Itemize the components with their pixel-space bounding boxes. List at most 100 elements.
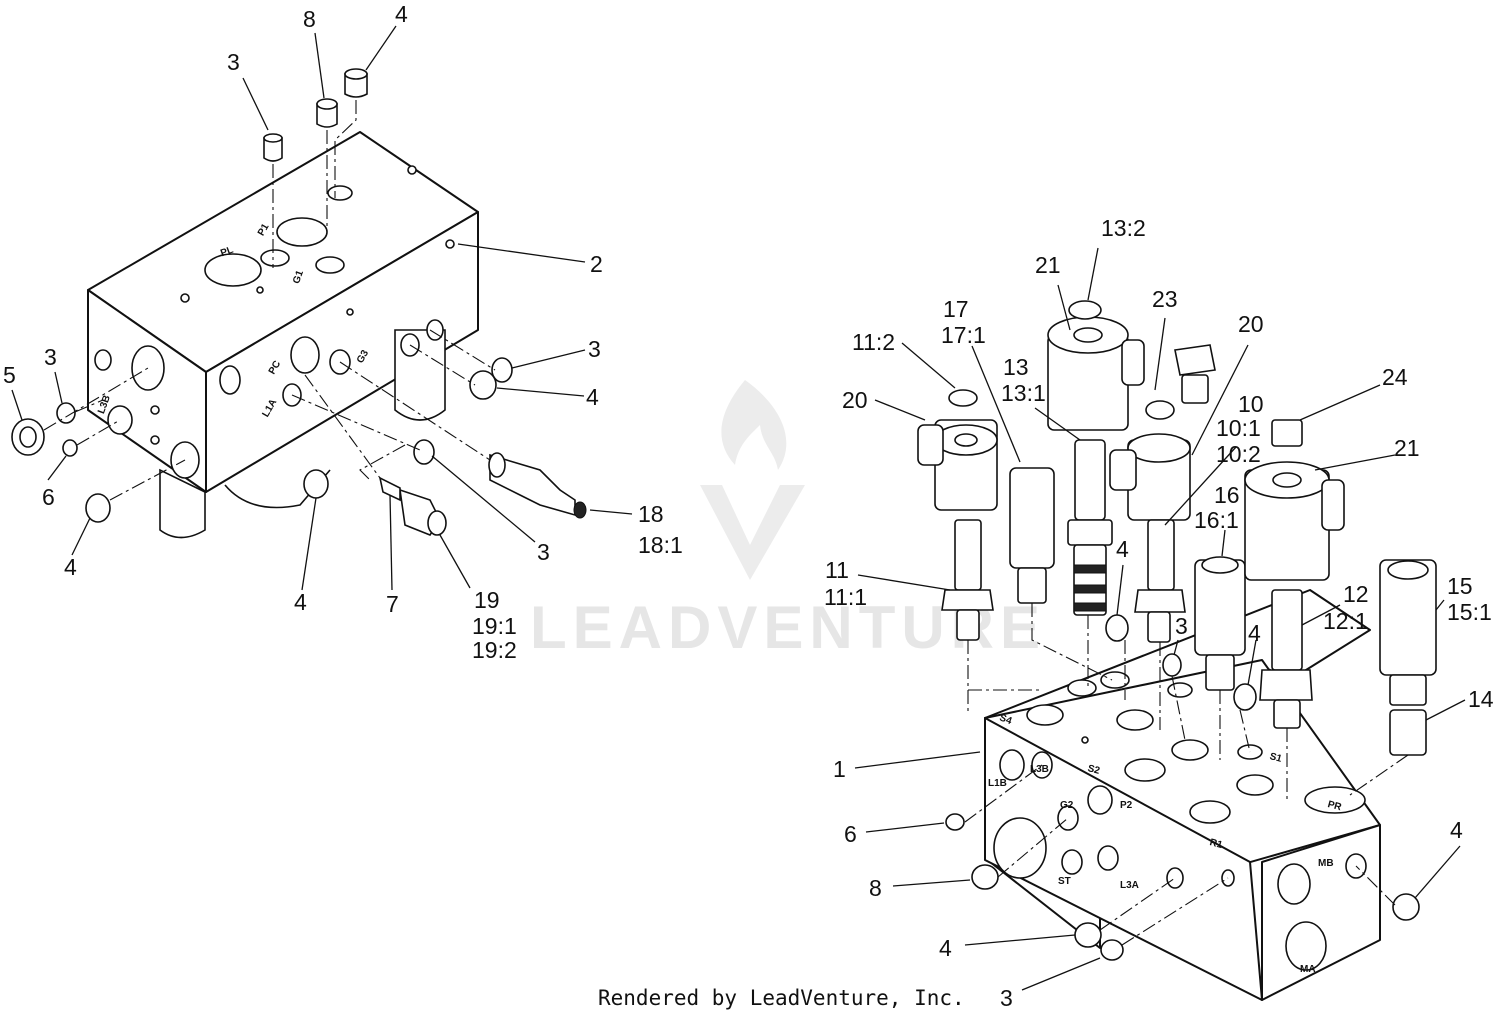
plug-4-bottom [303,469,329,499]
callout-6-right: 6 [844,821,857,847]
callout-17: 17 [943,296,969,322]
port-label-P2: P2 [1120,800,1133,811]
callout-4-bottom: 4 [294,589,307,615]
plug-3-right [491,357,513,383]
plug-23 [1174,344,1216,404]
port-label-L3A: L3A [1120,880,1139,891]
callout-15-1: 15:1 [1447,599,1492,625]
port-label-P1: P1 [256,222,272,238]
callout-21-lower: 21 [1394,435,1420,461]
plug-3-bottom [413,439,435,465]
callout-3-right: 3 [588,336,601,362]
callout-23: 23 [1152,286,1178,312]
callout-3-mid: 3 [1175,613,1188,639]
cartridge-17 [1009,467,1055,604]
callout-4-front: 4 [64,554,77,580]
port-label-R1: R1 [1208,837,1224,851]
callout-13-1: 13:1 [1001,380,1046,406]
leader-lines [11,25,1466,991]
plug-3-bottom-right [1100,939,1124,961]
callout-16: 16 [1214,482,1240,508]
port-label-G1: G1 [291,269,306,286]
cartridge-13 [1067,439,1113,616]
coil-21-upper [1047,300,1145,431]
plug-4-end-right [1392,893,1420,921]
callout-12-1: 12:1 [1323,608,1368,634]
plug-4-front [85,493,111,523]
callout-10-2: 10:2 [1216,441,1261,467]
callout-13-2: 13:2 [1101,215,1146,241]
cartridge-15 [1379,559,1437,706]
callout-4-mid2: 4 [1248,620,1261,646]
plug-8-top [316,103,338,128]
callout-18-1: 18:1 [638,532,683,558]
plug-3-top-right [1162,653,1182,677]
plug-3-top [263,137,283,162]
callout-10: 10 [1238,391,1264,417]
callout-4-bottom-right: 4 [939,935,952,961]
callout-10-1: 10:1 [1216,415,1261,441]
plug-4-top-right [1105,614,1129,642]
fitting-19 [378,476,447,536]
part-14 [1389,709,1427,756]
callout-4-end: 4 [1450,817,1463,843]
port-label-PL: PL [219,245,235,260]
callout-3-bottom: 3 [537,539,550,565]
port-label-PR: PR [1326,799,1343,813]
callout-14: 14 [1468,686,1494,712]
callout-11-2: 11:2 [852,329,895,355]
callout-18: 18 [638,501,664,527]
left-manifold-block: P1 PL G1 PC G3 L1A L3B [87,131,479,539]
callout-20-right: 20 [1238,311,1264,337]
callout-11: 11 [825,557,849,583]
callout-19: 19 [474,587,500,613]
plug-6-front [62,439,78,457]
callout-6: 6 [42,484,55,510]
callout-16-1: 16:1 [1194,507,1239,533]
plug-4-mid-right [1233,683,1257,711]
port-label-S2: S2 [1086,763,1101,777]
relief-valve-18 [488,452,587,519]
callout-11-1: 11:1 [824,584,867,610]
callout-8-top: 8 [303,6,316,32]
plug-4-bottom-right [1074,922,1102,948]
port-label-L1B: L1B [988,778,1007,789]
callout-12: 12 [1343,581,1369,607]
callout-8-right: 8 [869,875,882,901]
left-manifold-parts [11,68,587,536]
port-label-G2: G2 [1060,800,1074,811]
callout-4-top: 4 [395,1,408,27]
callout-labels-right: 13:2 21 23 20 17 17:1 11:2 13 13:1 24 20… [824,215,1494,1011]
port-label-S1: S1 [1268,751,1283,765]
port-label-MA: MA [1300,964,1316,975]
callout-1: 1 [833,756,846,782]
callout-7: 7 [386,591,399,617]
callout-5: 5 [3,362,16,388]
callout-21-upper: 21 [1035,252,1061,278]
plug-4-right [469,370,497,400]
plug-3-front [56,402,76,424]
callout-19-2: 19:2 [472,637,517,663]
callout-labels-left: 3 8 4 2 5 3 3 4 6 4 18 18:1 3 4 7 19 19:… [3,1,683,663]
callout-13: 13 [1003,354,1029,380]
callout-3-front: 3 [44,344,57,370]
plug-8-right [971,864,999,890]
footer-credit: Rendered by LeadVenture, Inc. [598,986,965,1010]
port-label-S4: S4 [998,713,1014,728]
cartridge-10 [1134,519,1186,643]
cartridge-11 [941,519,994,641]
port-label-ST: ST [1058,876,1071,887]
cartridge-12 [1259,589,1313,729]
plug-4-top [344,73,368,98]
callout-4-mid: 4 [1116,536,1129,562]
callout-4-right: 4 [586,384,599,410]
callout-3-top: 3 [227,49,240,75]
port-label-MB: MB [1318,858,1334,869]
cartridge-16 [1194,556,1246,691]
callout-19-1: 19:1 [472,613,517,639]
callout-24: 24 [1382,364,1408,390]
coil-20-left [917,389,998,511]
coil-21-lower [1244,419,1345,581]
callout-2: 2 [590,251,603,277]
